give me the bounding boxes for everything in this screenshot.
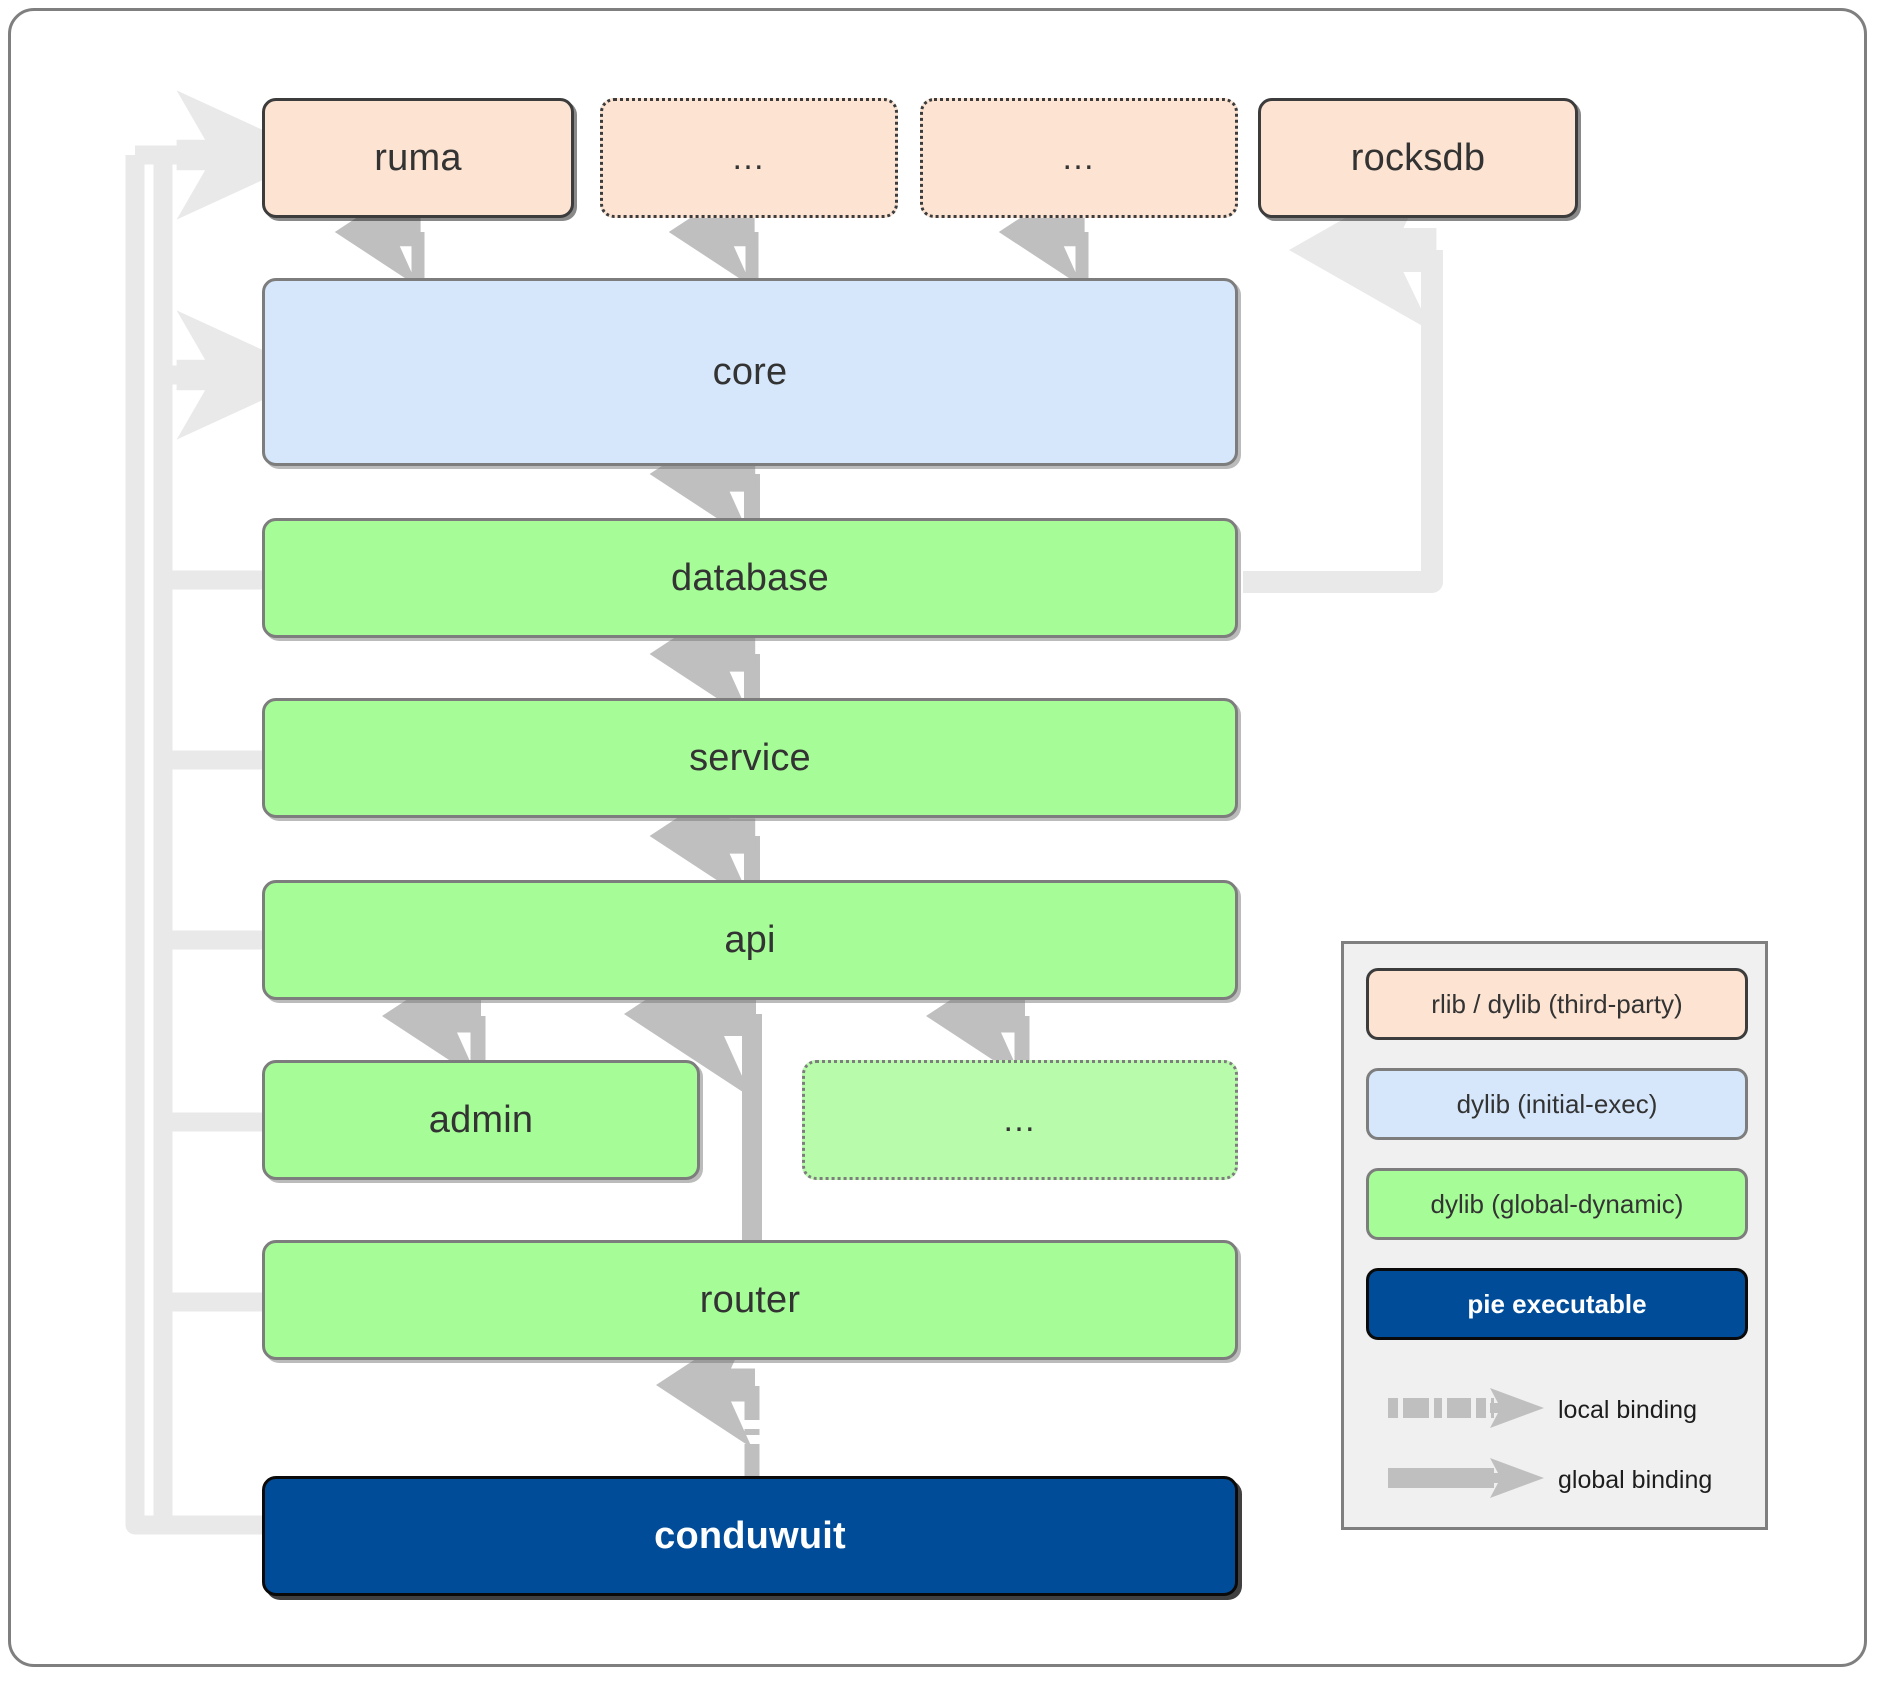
node-core[interactable]: core	[262, 278, 1238, 466]
node-dots-top-2-label: …	[1061, 138, 1097, 177]
legend-swatch-third-party: rlib / dylib (third-party)	[1366, 968, 1748, 1040]
legend-swatch-global-dynamic: dylib (global-dynamic)	[1366, 1168, 1748, 1240]
node-service-label: service	[689, 736, 811, 779]
node-ruma[interactable]: ruma	[262, 98, 574, 218]
node-conduwuit[interactable]: conduwuit	[262, 1476, 1238, 1596]
node-api-label: api	[724, 918, 776, 961]
node-router-label: router	[699, 1278, 801, 1321]
legend-label-local-binding: local binding	[1558, 1395, 1697, 1424]
node-service[interactable]: service	[262, 698, 1238, 818]
legend-row-local-binding: local binding	[1366, 1382, 1756, 1438]
legend-label-global-binding: global binding	[1558, 1465, 1713, 1494]
legend-swatch-initial-exec: dylib (initial-exec)	[1366, 1068, 1748, 1140]
local-binding-arrow-icon	[1388, 1388, 1544, 1428]
legend-label-third-party: rlib / dylib (third-party)	[1431, 988, 1683, 1019]
node-database[interactable]: database	[262, 518, 1238, 638]
legend-swatch-pie-executable: pie executable	[1366, 1268, 1748, 1340]
global-binding-arrow-icon	[1388, 1458, 1544, 1498]
node-conduwuit-label: conduwuit	[654, 1514, 846, 1557]
node-ruma-label: ruma	[374, 136, 462, 179]
node-rocksdb-label: rocksdb	[1350, 136, 1486, 179]
node-admin[interactable]: admin	[262, 1060, 700, 1180]
node-dots-mid[interactable]: …	[802, 1060, 1238, 1180]
legend-label-pie-executable: pie executable	[1467, 1288, 1647, 1319]
legend-row-global-binding: global binding	[1366, 1452, 1756, 1508]
node-core-label: core	[712, 350, 788, 393]
node-dots-top-1-label: …	[731, 138, 767, 177]
node-dots-top-2[interactable]: …	[920, 98, 1238, 218]
node-admin-label: admin	[428, 1098, 534, 1141]
node-api[interactable]: api	[262, 880, 1238, 1000]
node-router[interactable]: router	[262, 1240, 1238, 1360]
legend-label-initial-exec: dylib (initial-exec)	[1456, 1088, 1658, 1119]
node-database-label: database	[671, 556, 829, 599]
node-dots-top-1[interactable]: …	[600, 98, 898, 218]
legend-panel: rlib / dylib (third-party) dylib (initia…	[1341, 941, 1768, 1530]
node-dots-mid-label: …	[1002, 1100, 1038, 1139]
node-rocksdb[interactable]: rocksdb	[1258, 98, 1578, 218]
legend-label-global-dynamic: dylib (global-dynamic)	[1430, 1188, 1684, 1219]
